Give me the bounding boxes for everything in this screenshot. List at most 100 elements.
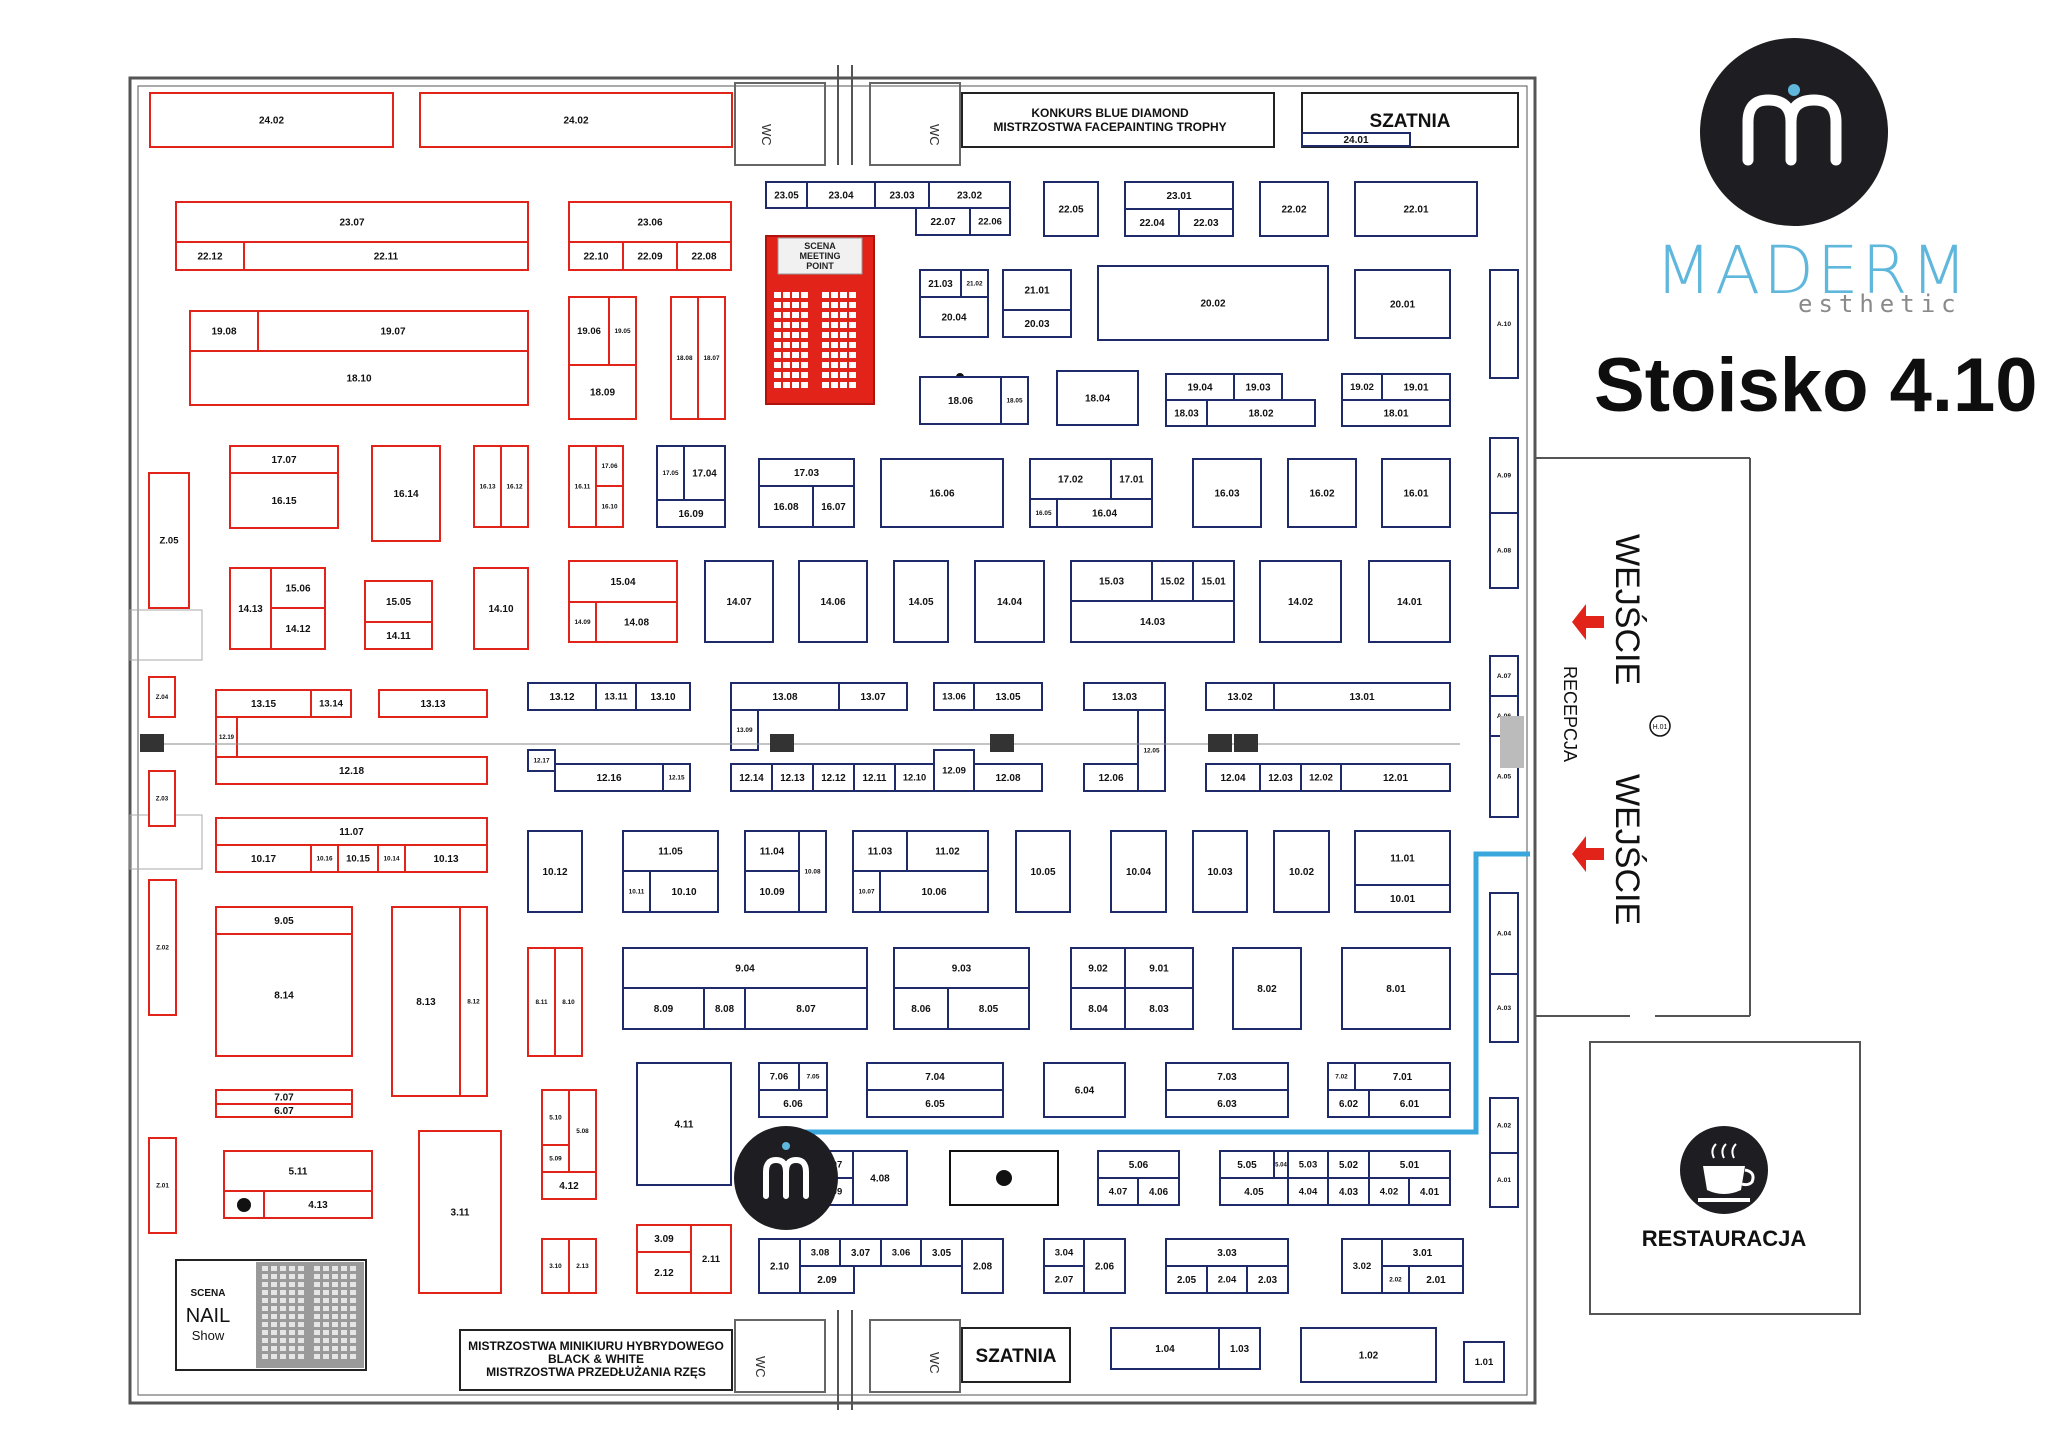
booth-21.03[interactable]: 21.03 — [919, 269, 962, 298]
booth-9.02[interactable]: 9.02 — [1070, 947, 1126, 989]
booth-outline[interactable] — [703, 987, 746, 1030]
booth-outline[interactable] — [973, 682, 1043, 711]
booth-22.05[interactable]: 22.05 — [1043, 181, 1099, 237]
booth-outline[interactable] — [771, 763, 814, 792]
booth-23.05[interactable]: 23.05 — [765, 181, 808, 209]
booth-3.02[interactable]: 3.02 — [1341, 1238, 1383, 1294]
booth-outline[interactable] — [1002, 309, 1072, 338]
booth-outline[interactable] — [635, 682, 691, 711]
booth-9.03[interactable]: 9.03 — [893, 947, 1030, 989]
booth-outline[interactable] — [758, 485, 814, 528]
booth-4.04[interactable]: 4.04 — [1287, 1177, 1329, 1206]
booth-19.05[interactable]: 19.05 — [608, 296, 637, 366]
booth-16.04[interactable]: 16.04 — [1056, 498, 1153, 528]
booth-outline[interactable] — [1056, 498, 1153, 528]
booth-outline[interactable] — [215, 933, 353, 1057]
booth-outline[interactable] — [1368, 1089, 1451, 1118]
booth-11.02[interactable]: 11.02 — [906, 830, 989, 872]
booth-10.17[interactable]: 10.17 — [215, 844, 312, 873]
booth-18.01[interactable]: 18.01 — [1341, 399, 1451, 427]
booth-22.08[interactable]: 22.08 — [676, 241, 732, 271]
booth-8.01[interactable]: 8.01 — [1341, 947, 1451, 1030]
booth-outline[interactable] — [1381, 458, 1451, 528]
booth-2.07[interactable]: 2.07 — [1043, 1265, 1085, 1294]
booth-outline[interactable] — [744, 830, 800, 872]
booth-19.04[interactable]: 19.04 — [1165, 373, 1235, 401]
booth-outline[interactable] — [1083, 763, 1139, 792]
booth-outline[interactable] — [879, 870, 989, 913]
booth-7.02[interactable]: 7.02 — [1327, 1062, 1356, 1091]
booth-outline[interactable] — [263, 1190, 373, 1219]
booth-15.01[interactable]: 15.01 — [1192, 560, 1235, 602]
booth-22.04[interactable]: 22.04 — [1124, 208, 1180, 237]
booth-8.07[interactable]: 8.07 — [744, 987, 868, 1030]
booth-outline[interactable] — [378, 689, 488, 718]
booth-6.04[interactable]: 6.04 — [1043, 1062, 1126, 1118]
booth-13.12[interactable]: 13.12 — [527, 682, 597, 711]
booth-14.03[interactable]: 14.03 — [1070, 600, 1235, 643]
booth-7.07[interactable]: 7.07 — [215, 1089, 353, 1105]
booth-18.08[interactable]: 18.08 — [670, 296, 699, 420]
booth-16.03[interactable]: 16.03 — [1192, 458, 1262, 528]
booth-5.03[interactable]: 5.03 — [1287, 1150, 1329, 1179]
booth-22.01[interactable]: 22.01 — [1354, 181, 1478, 237]
booth-outline[interactable] — [919, 269, 962, 298]
booth-5.06[interactable]: 5.06 — [1097, 1150, 1180, 1179]
booth-outline[interactable] — [500, 445, 529, 528]
booth-6.02[interactable]: 6.02 — [1327, 1089, 1370, 1118]
booth-10.16[interactable]: 10.16 — [310, 844, 339, 873]
booth-8.11[interactable]: 8.11 — [527, 947, 556, 1057]
booth-outline[interactable] — [866, 1089, 1004, 1118]
booth-outline[interactable] — [798, 560, 868, 643]
booth-outline[interactable] — [893, 987, 949, 1030]
booth-23.03[interactable]: 23.03 — [874, 181, 930, 209]
booth-12.01[interactable]: 12.01 — [1340, 763, 1451, 792]
booth-outline[interactable] — [670, 296, 699, 420]
booth-12.13[interactable]: 12.13 — [771, 763, 814, 792]
booth-22.02[interactable]: 22.02 — [1259, 181, 1329, 237]
booth-7.06[interactable]: 7.06 — [758, 1062, 800, 1091]
booth-9.05[interactable]: 9.05 — [215, 906, 353, 935]
booth-outline[interactable] — [1124, 208, 1180, 237]
booth-outline[interactable] — [595, 485, 624, 528]
booth-A.09[interactable]: A.09 — [1489, 437, 1519, 514]
booth-outline[interactable] — [419, 92, 733, 148]
booth-12.05[interactable]: 12.05 — [1137, 709, 1166, 792]
booth-11.07[interactable]: 11.07 — [215, 817, 488, 846]
booth-outline[interactable] — [1341, 373, 1383, 401]
booth-outline[interactable] — [1354, 884, 1451, 913]
booth-5.09[interactable]: 5.09 — [541, 1144, 570, 1173]
booth-outline[interactable] — [880, 458, 1004, 528]
booth-12.03[interactable]: 12.03 — [1259, 763, 1302, 792]
booth-outline[interactable] — [758, 1089, 828, 1118]
booth-outline[interactable] — [920, 1238, 963, 1267]
booth-outline[interactable] — [1137, 1177, 1180, 1206]
booth-outline[interactable] — [1097, 1150, 1180, 1179]
booth-outline[interactable] — [1354, 830, 1451, 886]
booth-outline[interactable] — [798, 830, 827, 913]
booth-outline[interactable] — [906, 830, 989, 872]
booth-outline[interactable] — [919, 296, 989, 338]
booth-1.01[interactable]: 1.01 — [1463, 1341, 1505, 1383]
booth-6.06[interactable]: 6.06 — [758, 1089, 828, 1118]
booth-6.05[interactable]: 6.05 — [866, 1089, 1004, 1118]
booth-outline[interactable] — [371, 445, 441, 542]
booth-14.01[interactable]: 14.01 — [1368, 560, 1451, 643]
booth-outline[interactable] — [622, 947, 868, 989]
booth-12.11[interactable]: 12.11 — [853, 763, 896, 792]
booth-15.02[interactable]: 15.02 — [1151, 560, 1194, 602]
booth-12.08[interactable]: 12.08 — [973, 763, 1043, 792]
booth-2.04[interactable]: 2.04 — [1206, 1265, 1248, 1294]
booth-outline[interactable] — [676, 241, 732, 271]
booth-3.08[interactable]: 3.08 — [799, 1238, 841, 1267]
booth-outline[interactable] — [148, 770, 176, 827]
booth-outline[interactable] — [744, 870, 800, 913]
booth-19.07[interactable]: 19.07 — [257, 310, 529, 352]
booth-outline[interactable] — [1301, 132, 1411, 147]
booth-22.11[interactable]: 22.11 — [243, 241, 529, 271]
booth-outline[interactable] — [418, 1130, 502, 1294]
booth-11.01[interactable]: 11.01 — [1354, 830, 1451, 886]
booth-outline[interactable] — [364, 621, 433, 650]
booth-5.04[interactable]: 5.04 — [1273, 1150, 1289, 1179]
booth-5.11[interactable]: 5.11 — [223, 1150, 373, 1192]
